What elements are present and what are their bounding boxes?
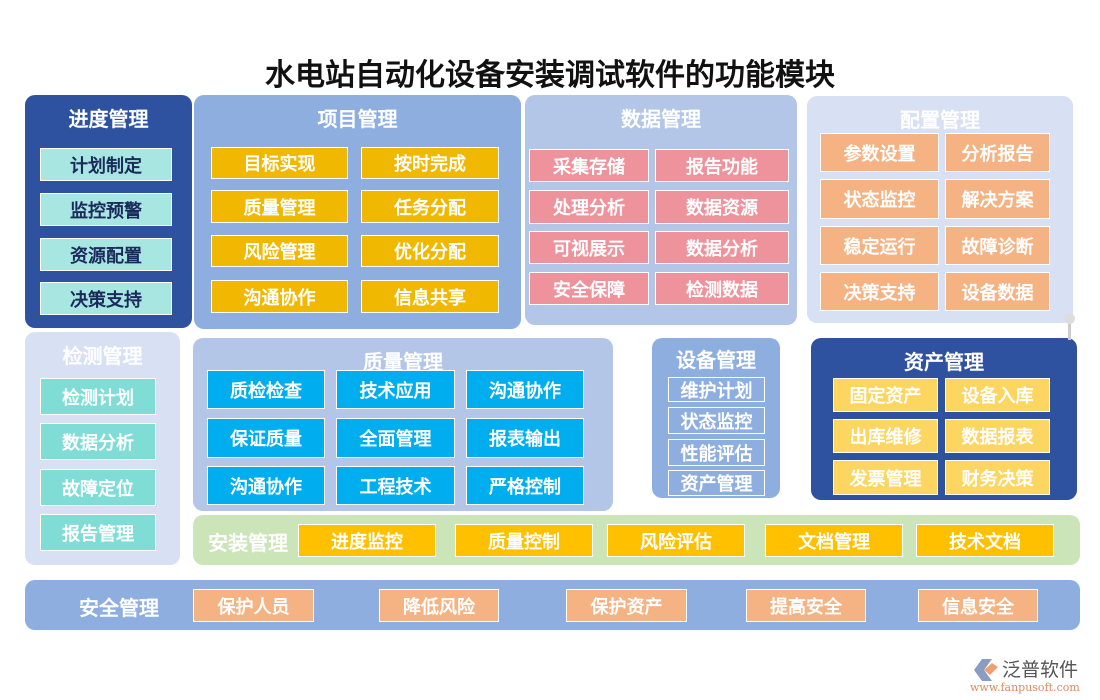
- install-item: 文档管理: [765, 524, 903, 557]
- detect-item: 报告管理: [40, 514, 156, 551]
- connector-line: [1068, 318, 1071, 340]
- fanpu-logo-icon: [974, 659, 998, 681]
- data-item: 数据分析: [655, 231, 789, 264]
- safety-item: 降低风险: [379, 589, 499, 622]
- install-title: 安装管理: [208, 531, 288, 555]
- config-title: 配置管理: [900, 108, 980, 132]
- config-item: 分析报告: [945, 133, 1050, 172]
- data-item: 数据资源: [655, 190, 789, 224]
- data-item: 安全保障: [529, 272, 649, 305]
- quality-item: 沟通协作: [466, 370, 584, 409]
- progress-item: 资源配置: [40, 238, 172, 271]
- quality-item: 报表输出: [466, 418, 584, 458]
- config-item: 参数设置: [820, 133, 939, 172]
- install-item: 进度监控: [298, 524, 436, 557]
- quality-item: 保证质量: [207, 418, 325, 458]
- install-item: 技术文档: [916, 524, 1054, 557]
- project-item: 风险管理: [211, 235, 348, 267]
- project-title: 项目管理: [317, 107, 398, 131]
- safety-item: 保护资产: [566, 589, 687, 622]
- asset-item: 数据报表: [945, 419, 1050, 453]
- progress-item: 计划制定: [40, 148, 172, 181]
- project-item: 按时完成: [361, 147, 499, 179]
- config-item: 故障诊断: [945, 226, 1050, 265]
- config-item: 决策支持: [820, 272, 939, 311]
- equipment-title: 设备管理: [676, 348, 756, 372]
- config-item: 稳定运行: [820, 226, 939, 265]
- asset-item: 财务决策: [945, 460, 1050, 495]
- install-item: 质量控制: [455, 524, 593, 557]
- connector-dot: [1064, 313, 1075, 324]
- quality-item: 全面管理: [336, 418, 455, 458]
- progress-title: 进度管理: [68, 107, 149, 131]
- quality-item: 质检检查: [207, 370, 325, 409]
- safety-title: 安全管理: [79, 596, 159, 620]
- asset-item: 出库维修: [833, 419, 938, 453]
- project-item: 任务分配: [361, 190, 499, 223]
- detect-title: 检测管理: [62, 344, 143, 368]
- detect-item: 故障定位: [40, 469, 156, 506]
- project-item: 信息共享: [361, 280, 499, 313]
- config-item: 设备数据: [945, 272, 1050, 311]
- fanpu-logo: 泛普软件 www.fanpusoft.com: [970, 655, 1090, 697]
- safety-item: 提高安全: [746, 589, 866, 622]
- progress-item: 监控预警: [40, 193, 172, 226]
- project-item: 优化分配: [361, 235, 499, 267]
- equipment-item: 资产管理: [668, 470, 765, 496]
- project-item: 质量管理: [211, 190, 348, 223]
- data-item: 采集存储: [529, 149, 649, 182]
- detect-item: 数据分析: [40, 423, 156, 460]
- page-title: 水电站自动化设备安装调试软件的功能模块: [265, 58, 835, 93]
- asset-item: 设备入库: [945, 378, 1050, 412]
- quality-item: 工程技术: [336, 466, 455, 505]
- detect-item: 检测计划: [40, 378, 156, 415]
- project-item: 沟通协作: [211, 280, 348, 313]
- logo-name: 泛普软件: [1002, 659, 1079, 681]
- asset-title: 资产管理: [904, 350, 984, 374]
- data-title: 数据管理: [621, 107, 701, 131]
- safety-item: 信息安全: [918, 589, 1038, 622]
- quality-item: 技术应用: [336, 370, 455, 409]
- data-item: 报告功能: [655, 149, 789, 182]
- progress-item: 决策支持: [40, 282, 172, 315]
- asset-item: 发票管理: [833, 460, 938, 495]
- data-item: 可视展示: [529, 231, 649, 264]
- data-item: 检测数据: [655, 272, 789, 305]
- equipment-item: 性能评估: [668, 439, 765, 466]
- quality-item: 沟通协作: [207, 466, 325, 505]
- config-item: 解决方案: [945, 179, 1050, 219]
- equipment-item: 状态监控: [668, 407, 765, 434]
- logo-url: www.fanpusoft.com: [970, 681, 1080, 694]
- safety-item: 保护人员: [193, 589, 314, 622]
- quality-item: 严格控制: [466, 466, 584, 505]
- data-item: 处理分析: [529, 190, 649, 224]
- config-item: 状态监控: [820, 179, 939, 219]
- project-item: 目标实现: [211, 147, 348, 179]
- equipment-panel: 设备管理: [652, 338, 780, 498]
- equipment-item: 维护计划: [668, 377, 765, 402]
- install-item: 风险评估: [607, 524, 745, 557]
- asset-item: 固定资产: [833, 378, 938, 412]
